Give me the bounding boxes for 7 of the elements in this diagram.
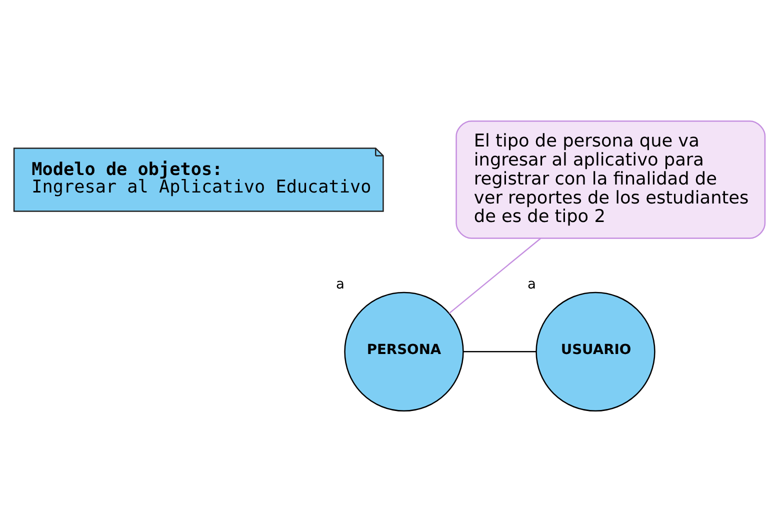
node-label: a bbox=[335, 276, 344, 292]
node-circle: USUARIO bbox=[535, 291, 655, 412]
node-circle: PERSONA bbox=[344, 291, 464, 412]
node-box: El tipo de persona que va ingresar al aplicativo para registrar con la finalidad de ver reportes de los estudiantes de es de tipo 2 bbox=[455, 120, 766, 238]
connector bbox=[462, 350, 536, 352]
node-label: a bbox=[526, 276, 536, 292]
connector bbox=[448, 237, 541, 314]
